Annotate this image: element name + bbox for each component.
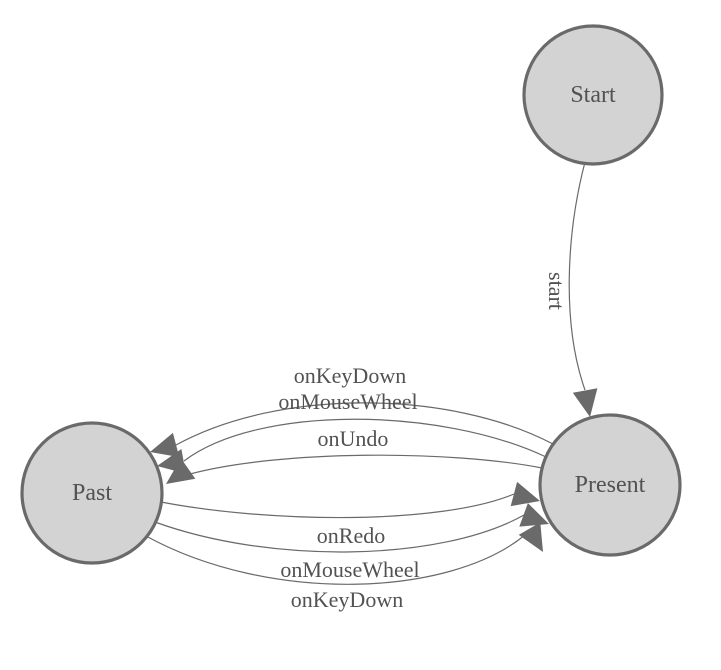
edge-onkeydown-bottom-path [145,534,526,585]
edge-onkeydown-top-arrowhead-icon [150,432,180,458]
node-present: Present [538,413,682,557]
edge-past-to-present-onredo: onRedo [160,481,540,548]
edge-start-label: start [544,272,569,310]
edge-present-to-past-onkeydown: onKeyDown [150,363,554,458]
node-past-circle [20,421,164,565]
edge-past-to-present-onmousewheel: onMouseWheel [154,503,549,582]
edge-onmousewheel-bottom-label: onMouseWheel [280,557,419,582]
edge-onkeydown-top-label: onKeyDown [294,363,406,388]
edge-onundo-arrowhead-icon [166,458,196,484]
node-start-circle [522,24,664,166]
edge-onkeydown-top-path [175,402,554,446]
edge-onredo-path [160,493,515,519]
node-past-label: Past [72,480,112,506]
edge-start-path [568,161,586,391]
edge-onkeydown-bottom-arrowhead-icon [518,522,543,552]
edge-present-to-past-onmousewheel: onMouseWheel [157,389,547,474]
node-start: Start [522,24,664,166]
edge-onmousewheel-top-path [183,418,547,462]
node-present-circle [538,413,682,557]
edge-start-to-present: start [544,161,598,417]
edge-onredo-label: onRedo [317,523,385,548]
edge-onredo-arrowhead-icon [510,481,540,507]
node-start-label: Start [570,82,616,108]
edge-onmousewheel-bottom-path [154,514,525,553]
edge-onundo-path [189,454,543,475]
edge-start-arrowhead-icon [572,388,598,417]
edge-present-to-past-onundo: onUndo [166,426,543,484]
node-past: Past [20,421,164,565]
edge-onkeydown-bottom-label: onKeyDown [291,587,403,612]
node-present-label: Present [575,472,646,498]
edge-onmousewheel-bottom-arrowhead-icon [519,503,549,527]
edge-past-to-present-onkeydown: onKeyDown [145,522,543,612]
edge-onundo-label: onUndo [318,426,389,451]
edge-onmousewheel-top-label: onMouseWheel [278,389,417,414]
